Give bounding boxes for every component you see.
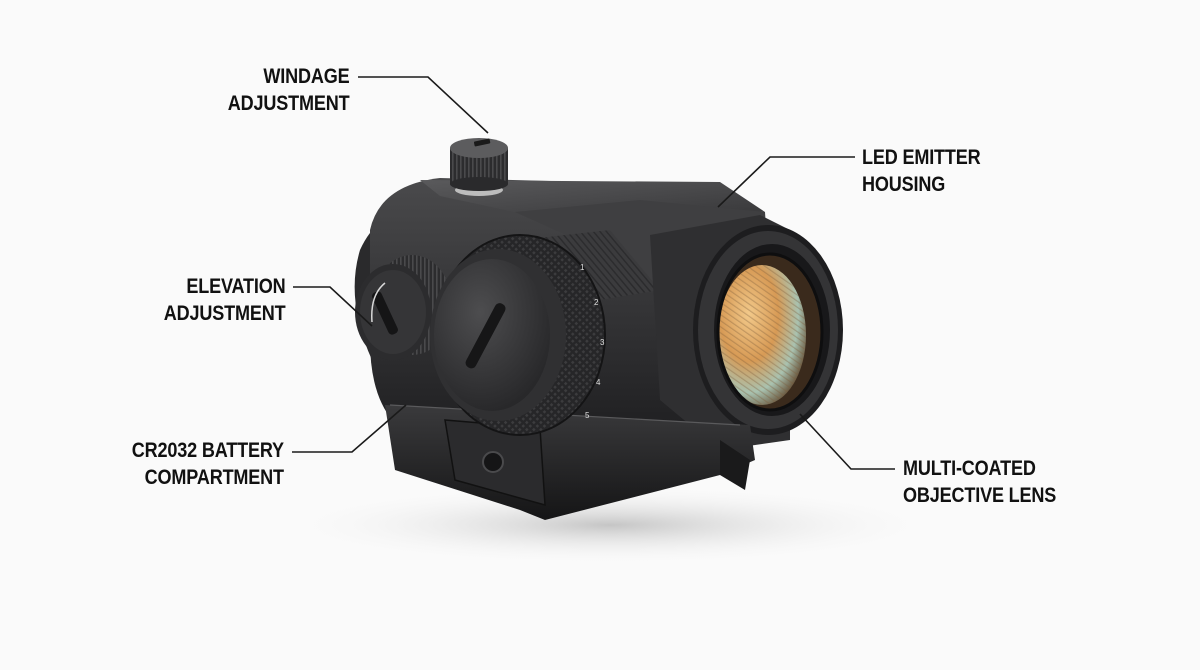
callout-text-line: OBJECTIVE LENS (903, 484, 1057, 507)
leader-line-led (717, 156, 855, 208)
callout-text-line: WINDAGE (263, 65, 350, 88)
callout-multi-coated-objective-lens: MULTI-COATED OBJECTIVE LENS (903, 455, 1056, 509)
battery-cap-slot (465, 303, 506, 369)
mount-screw (482, 451, 504, 473)
callout-text-line: CR2032 BATTERY (131, 439, 284, 462)
callout-led-emitter-housing: LED EMITTER HOUSING (862, 144, 981, 198)
dial-mark-3: 3 (600, 338, 605, 347)
objective-lens-assembly (693, 225, 843, 435)
brightness-dial: 1 2 3 4 5 (430, 234, 606, 436)
callout-cr2032-battery-compartment: CR2032 BATTERY COMPARTMENT (132, 437, 284, 491)
leader-line-battery (292, 404, 407, 453)
leader-lines (292, 76, 895, 470)
callout-windage-adjustment: WINDAGE ADJUSTMENT (228, 63, 350, 117)
floor-shadow (280, 485, 940, 565)
windage-knob (450, 138, 508, 196)
callout-text-line: MULTI-COATED (903, 457, 1036, 480)
callout-text-line: COMPARTMENT (144, 466, 284, 489)
callout-text-line: ADJUSTMENT (164, 302, 286, 325)
leader-line-windage (358, 76, 489, 134)
callout-text-line: ELEVATION (186, 275, 286, 298)
callout-elevation-adjustment: ELEVATION ADJUSTMENT (164, 273, 286, 327)
dial-mark-1: 1 (580, 263, 585, 272)
callout-text-line: ADJUSTMENT (228, 92, 350, 115)
leader-line-elevation (293, 286, 373, 327)
picatinny-mount (385, 404, 755, 520)
dial-mark-5: 5 (585, 411, 590, 420)
callout-text-line: HOUSING (862, 173, 946, 196)
callout-text-line: LED EMITTER (862, 146, 981, 169)
dial-mark-2: 2 (594, 298, 599, 307)
leader-line-lens (799, 413, 895, 470)
dial-mark-4: 4 (596, 378, 601, 387)
